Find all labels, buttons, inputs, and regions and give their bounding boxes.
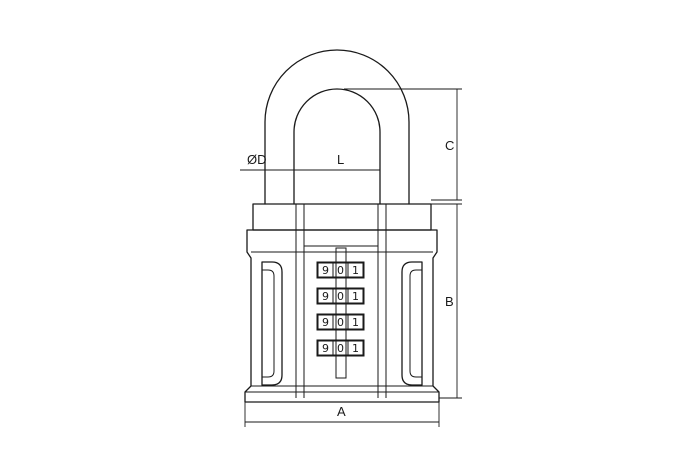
clearance-label: C <box>445 138 454 153</box>
dial-digit: 9 <box>322 342 329 355</box>
dial-frame <box>316 287 365 305</box>
dial-digit-cell <box>347 340 364 356</box>
dial-digit: 1 <box>352 316 359 329</box>
dial-digit: 9 <box>322 264 329 277</box>
diameter-label: ØD <box>247 152 267 167</box>
dial-digit: 0 <box>337 342 344 355</box>
dial-frame <box>316 261 365 279</box>
right-grip-recess <box>401 261 423 386</box>
shackle-inner-outline <box>293 88 381 205</box>
body-width-label: A <box>337 404 346 419</box>
dial-panel <box>295 204 387 398</box>
dial-digit: 1 <box>352 290 359 303</box>
dial-digit: 0 <box>337 290 344 303</box>
dial-axle <box>335 247 347 379</box>
dimensions: ØD L C B A <box>240 88 462 427</box>
dial-digit-cell <box>347 314 364 330</box>
dial-digit: 9 <box>322 316 329 329</box>
dial-frame <box>316 339 365 357</box>
left-grip-recess <box>261 261 283 386</box>
body-collar <box>252 203 432 231</box>
dial-digit: 0 <box>337 316 344 329</box>
shackle-width-label: L <box>337 152 344 167</box>
body-height-label: B <box>445 294 454 309</box>
shackle <box>264 49 410 205</box>
dial-digit: 0 <box>337 264 344 277</box>
shackle-outer-outline <box>264 49 410 205</box>
dial-digit: 1 <box>352 264 359 277</box>
dial-digit: 1 <box>352 342 359 355</box>
dial-digit-cell <box>347 288 364 304</box>
dial-digit: 9 <box>322 290 329 303</box>
dial-digit-cell <box>347 262 364 278</box>
dial-frame <box>316 313 365 331</box>
